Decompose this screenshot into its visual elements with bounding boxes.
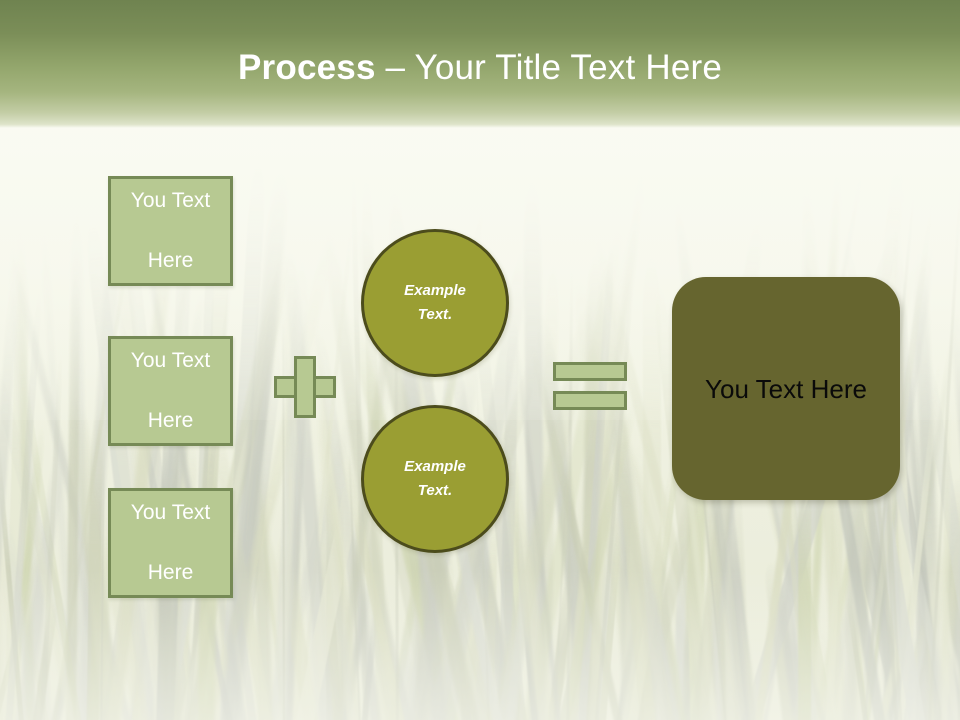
- page-title-separator: –: [375, 48, 415, 87]
- example-circle-2[interactable]: Example Text.: [361, 405, 509, 553]
- plus-center-fill: [297, 379, 313, 395]
- page-title-bold: Process: [238, 48, 376, 87]
- example-circle-1[interactable]: Example Text.: [361, 229, 509, 377]
- input-box-1-label: You Text Here: [119, 186, 222, 276]
- example-circle-2-line2: Text.: [417, 482, 453, 499]
- example-circle-1-line2: Text.: [417, 306, 453, 323]
- equals-operator-icon: [553, 362, 627, 410]
- input-box-1-line1: You Text: [130, 189, 211, 212]
- input-box-3-line2: Here: [147, 561, 194, 584]
- example-circle-1-label: Example Text.: [404, 279, 466, 327]
- result-box-label: You Text Here: [705, 373, 867, 404]
- input-box-2[interactable]: You Text Here: [108, 336, 233, 446]
- page-title-rest: Your Title Text Here: [414, 48, 722, 87]
- input-box-2-line2: Here: [147, 409, 194, 432]
- input-box-3-label: You Text Here: [119, 498, 222, 588]
- result-box[interactable]: You Text Here: [672, 277, 900, 500]
- example-circle-2-label: Example Text.: [404, 455, 466, 503]
- input-box-2-line1: You Text: [130, 349, 211, 372]
- example-circle-1-line1: Example: [404, 282, 466, 299]
- input-box-2-label: You Text Here: [119, 346, 222, 436]
- input-box-3[interactable]: You Text Here: [108, 488, 233, 598]
- slide-header-band: Process – Your Title Text Here: [0, 0, 960, 128]
- input-box-1[interactable]: You Text Here: [108, 176, 233, 286]
- plus-operator-icon: [274, 356, 336, 418]
- equals-top-bar: [553, 362, 627, 381]
- equals-bottom-bar: [553, 391, 627, 410]
- example-circle-2-line1: Example: [404, 458, 466, 475]
- page-title: Process – Your Title Text Here: [0, 48, 960, 88]
- input-box-1-line2: Here: [147, 249, 194, 272]
- input-box-3-line1: You Text: [130, 501, 211, 524]
